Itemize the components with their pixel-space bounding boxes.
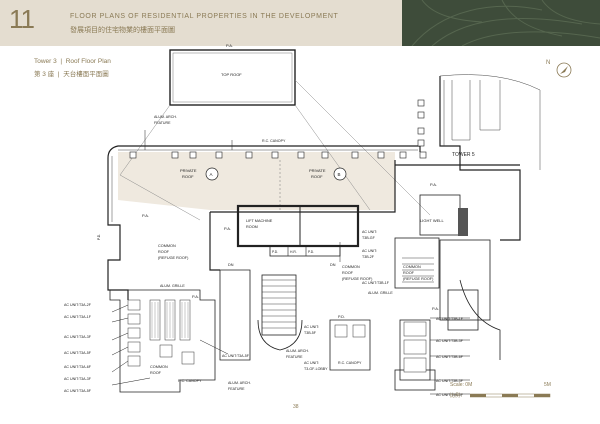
label-ac-t3a-6f: AC UNIT:T3A-6F bbox=[64, 365, 92, 369]
label-lift-machine: LIFT MACHINE bbox=[246, 219, 273, 223]
separator-zh: | bbox=[57, 71, 60, 78]
scale-label-zh: 比例： bbox=[450, 392, 465, 399]
decorative-corner bbox=[402, 0, 600, 46]
scale-bar bbox=[470, 393, 551, 398]
label-alum-arch-mid: ALUM. ARCH. bbox=[286, 349, 309, 353]
label-ac-t3a-5f-mid: AC UNIT:T3A-5F bbox=[222, 354, 250, 358]
label-common-roof-bl-1: COMMON bbox=[150, 365, 168, 369]
scale-label-en: Scale: 0M bbox=[450, 382, 472, 388]
label-ac-unit-t3b-5f-1: AC UNIT: bbox=[304, 325, 319, 329]
label-alum-arch-top: ALUM. ARCH. bbox=[154, 115, 177, 119]
label-rc-canopy-bl-1: R.C. CANOPY bbox=[178, 379, 202, 383]
section-mark-a bbox=[205, 167, 219, 181]
label-common-roof-rr-1: COMMON bbox=[403, 265, 421, 269]
label-dn-1: DN bbox=[228, 263, 234, 267]
label-ac-unit-t3b-5f-2: T3B-5F bbox=[304, 331, 317, 335]
label-ac-unit-t3b-2f-2: T3B-2F bbox=[362, 255, 375, 259]
compass-north-label: N bbox=[546, 60, 550, 66]
label-common-roof-r-2: ROOF bbox=[342, 271, 354, 275]
top-roof-outline bbox=[169, 49, 296, 106]
label-ac-t3b-6f-r: AC UNIT:T3B-6F bbox=[436, 355, 464, 359]
label-room: ROOM bbox=[246, 225, 258, 229]
plan-name-zh: 天台樓面平面圖 bbox=[63, 71, 109, 78]
label-ac-t3b-5f-b: AC UNIT:T3B-5F bbox=[436, 393, 464, 397]
label-rc-canopy-top: R.C. CANOPY bbox=[262, 139, 286, 143]
label-feature-bl: FEATURE bbox=[228, 387, 245, 391]
label-common-roof-bl-2: ROOF bbox=[150, 371, 162, 375]
label-ac-t3b-3f-b: AC UNIT:T3B-3F bbox=[436, 379, 464, 383]
label-ac-t3b-1f: AC UNIT:T3B-1F bbox=[362, 281, 390, 285]
label-ac-unit-t3b-2f-1: AC UNIT: bbox=[362, 249, 377, 253]
tower-label-zh: 第 3 座 bbox=[34, 71, 55, 78]
plan-subtitle-zh: 第 3 座 | 天台樓面平面圖 bbox=[34, 68, 109, 78]
label-mark-b: B bbox=[338, 172, 341, 177]
label-pa-lower-r: P.A. bbox=[432, 306, 439, 311]
label-pd-2: P.D. bbox=[308, 250, 314, 254]
label-common-roof-r-3: (REFUGE ROOF) bbox=[342, 277, 373, 281]
label-ac-t3a-2f: AC UNIT:T3A-2F bbox=[64, 303, 92, 307]
label-light-well: LIGHT WELL bbox=[420, 218, 444, 223]
label-common-roof-rr-2: ROOF bbox=[403, 271, 415, 275]
scale-end: 5M bbox=[544, 382, 551, 388]
tower-label-en: Tower 3 bbox=[34, 58, 57, 65]
label-dn-2: DN bbox=[330, 263, 336, 267]
label-pa-top: P.A. bbox=[226, 43, 233, 48]
label-ac-unit-t3b-gf-1: AC UNIT: bbox=[362, 230, 377, 234]
label-ac-unit-t3b-gf-2: T3B-GF bbox=[362, 236, 376, 240]
label-common-roof-1: COMMON bbox=[158, 244, 176, 248]
compass-icon: N bbox=[546, 60, 572, 78]
label-pd-1: P.D. bbox=[272, 250, 278, 254]
plan-subtitle-en: Tower 3 | Roof Floor Plan bbox=[34, 58, 111, 65]
scale-text-en: Scale: bbox=[450, 382, 464, 388]
leaf-pattern-icon bbox=[411, 0, 600, 46]
label-ac-t3a-5f: AC UNIT:T3A-5F bbox=[64, 351, 92, 355]
header-title-zh: 發展項目的住宅物業的樓面平面圖 bbox=[70, 27, 175, 34]
label-pa-right: P.A. bbox=[430, 182, 437, 187]
label-pa-left: P.A. bbox=[142, 213, 149, 218]
scale-start-en: 0M bbox=[465, 382, 473, 388]
plan-name-en: Roof Floor Plan bbox=[65, 58, 111, 65]
label-ac-t3b-3f-r: AC UNIT:T3B-3F bbox=[436, 339, 464, 343]
header-title-en: FLOOR PLANS OF RESIDENTIAL PROPERTIES IN… bbox=[70, 13, 339, 20]
label-common-roof-2: ROOF bbox=[158, 250, 170, 254]
page-number: 11 bbox=[9, 4, 35, 34]
label-rc-canopy-mid: R.C. CANOPY bbox=[338, 361, 362, 365]
label-feature-top: FEATURE bbox=[154, 121, 171, 125]
label-ac-t3a-3f: AC UNIT:T3A-3F bbox=[64, 335, 92, 339]
page-footer-number: 38 bbox=[293, 404, 299, 410]
label-common-roof-rr-3: (REFUGE ROOF) bbox=[403, 277, 434, 281]
label-tower5: TOWER 5 bbox=[452, 152, 475, 158]
label-top-roof: TOP ROOF bbox=[221, 72, 242, 77]
label-private-roof-a-1: PRIVATE bbox=[180, 168, 197, 173]
label-ac-t3a-1f: AC UNIT:T3A-1F bbox=[64, 315, 92, 319]
label-common-roof-3: (REFUGE ROOF) bbox=[158, 256, 189, 260]
label-ac-t3a-5f-b: AC UNIT:T3A-5F bbox=[64, 389, 92, 393]
label-alum-arch-bl: ALUM. ARCH. bbox=[228, 381, 251, 385]
label-alum-grille-l: ALUM. GRILLE bbox=[160, 284, 185, 288]
header-band: 11 FLOOR PLANS OF RESIDENTIAL PROPERTIES… bbox=[0, 0, 600, 46]
separator: | bbox=[60, 58, 63, 65]
label-common-roof-r-1: COMMON bbox=[342, 265, 360, 269]
label-ac-unit-lobby-2: T3-GF-LOBBY bbox=[304, 367, 328, 371]
north-compass: N bbox=[546, 58, 574, 85]
label-mark-a: A bbox=[210, 172, 213, 177]
label-pa-lower: P.A. bbox=[192, 294, 199, 299]
label-private-roof-b-2: ROOF bbox=[311, 174, 323, 179]
label-hr: H.R. bbox=[290, 250, 297, 254]
label-private-roof-b-1: PRIVATE bbox=[309, 168, 326, 173]
label-pd-mid: P.D. bbox=[338, 315, 345, 319]
label-feature-mid: FEATURE bbox=[286, 355, 303, 359]
label-pa-mid: P.A. bbox=[224, 226, 231, 231]
section-mark-b bbox=[333, 167, 347, 181]
scale-text-zh: 比例： bbox=[450, 393, 466, 399]
label-ac-t3a-3f-b: AC UNIT:T3A-3F bbox=[64, 377, 92, 381]
label-alum-grille-r: ALUM. GRILLE bbox=[368, 291, 393, 295]
label-pd-left: P.D. bbox=[97, 234, 101, 240]
label-private-roof-a-2: ROOF bbox=[182, 174, 194, 179]
label-ac-unit-lobby-1: AC UNIT: bbox=[304, 361, 319, 365]
label-ac-t3b-1f-r: AC UNIT:T3B-1F bbox=[436, 317, 464, 321]
